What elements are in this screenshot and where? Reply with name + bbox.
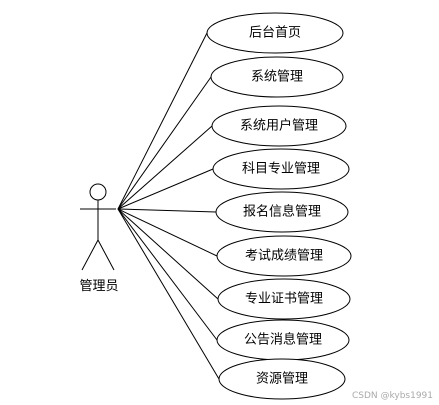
use-case-ellipse-certificate <box>217 278 351 320</box>
use-case-label-exam-score: 考试成绩管理 <box>245 249 323 264</box>
actor-left-leg-icon <box>81 239 99 271</box>
actor-label: 管理员 <box>79 279 118 294</box>
use-case-label-notice: 公告消息管理 <box>244 332 322 348</box>
use-case-system-user: 系统用户管理 <box>211 105 347 147</box>
actor-head-icon <box>89 183 107 201</box>
association-line-home <box>117 32 208 210</box>
use-case-ellipse-resource <box>218 358 346 400</box>
use-case-ellipse-system <box>210 56 344 98</box>
use-case-ellipse-registration <box>215 191 349 233</box>
use-case-label-registration: 报名信息管理 <box>243 204 321 220</box>
use-case-home: 后台首页 <box>206 12 344 54</box>
use-case-label-system: 系统管理 <box>251 70 303 85</box>
use-cases: 后台首页系统管理系统用户管理科目专业管理报名信息管理考试成绩管理专业证书管理公告… <box>206 12 352 400</box>
association-line-certificate <box>117 208 219 300</box>
use-case-exam-score: 考试成绩管理 <box>216 235 352 277</box>
use-case-subject-major: 科目专业管理 <box>212 148 350 190</box>
use-case-label-system-user: 系统用户管理 <box>240 118 318 134</box>
watermark: CSDN @kybs1991 <box>351 391 433 401</box>
use-case-ellipse-exam-score <box>216 235 352 277</box>
use-case-resource: 资源管理 <box>218 358 346 400</box>
use-case-registration: 报名信息管理 <box>215 191 349 233</box>
association-line-system <box>117 76 212 210</box>
use-case-notice: 公告消息管理 <box>216 319 350 361</box>
use-case-label-subject-major: 科目专业管理 <box>242 162 320 177</box>
use-case-ellipse-system-user <box>211 105 347 147</box>
use-case-label-certificate: 专业证书管理 <box>245 292 323 307</box>
use-case-label-home: 后台首页 <box>249 26 301 41</box>
use-case-ellipse-home <box>206 12 344 54</box>
use-case-system: 系统管理 <box>210 56 344 98</box>
use-case-ellipse-subject-major <box>212 148 350 190</box>
association-line-resource <box>117 208 220 380</box>
actor-right-leg-icon <box>97 239 115 271</box>
association-line-system-user <box>117 125 213 210</box>
association-line-subject-major <box>117 168 214 210</box>
association-line-notice <box>117 208 218 341</box>
association-lines <box>117 32 220 380</box>
association-line-exam-score <box>117 208 218 257</box>
use-case-label-resource: 资源管理 <box>256 372 308 387</box>
association-line-registration <box>117 208 217 213</box>
actor-administrator: 管理员 <box>79 183 119 294</box>
use-case-certificate: 专业证书管理 <box>217 278 351 320</box>
